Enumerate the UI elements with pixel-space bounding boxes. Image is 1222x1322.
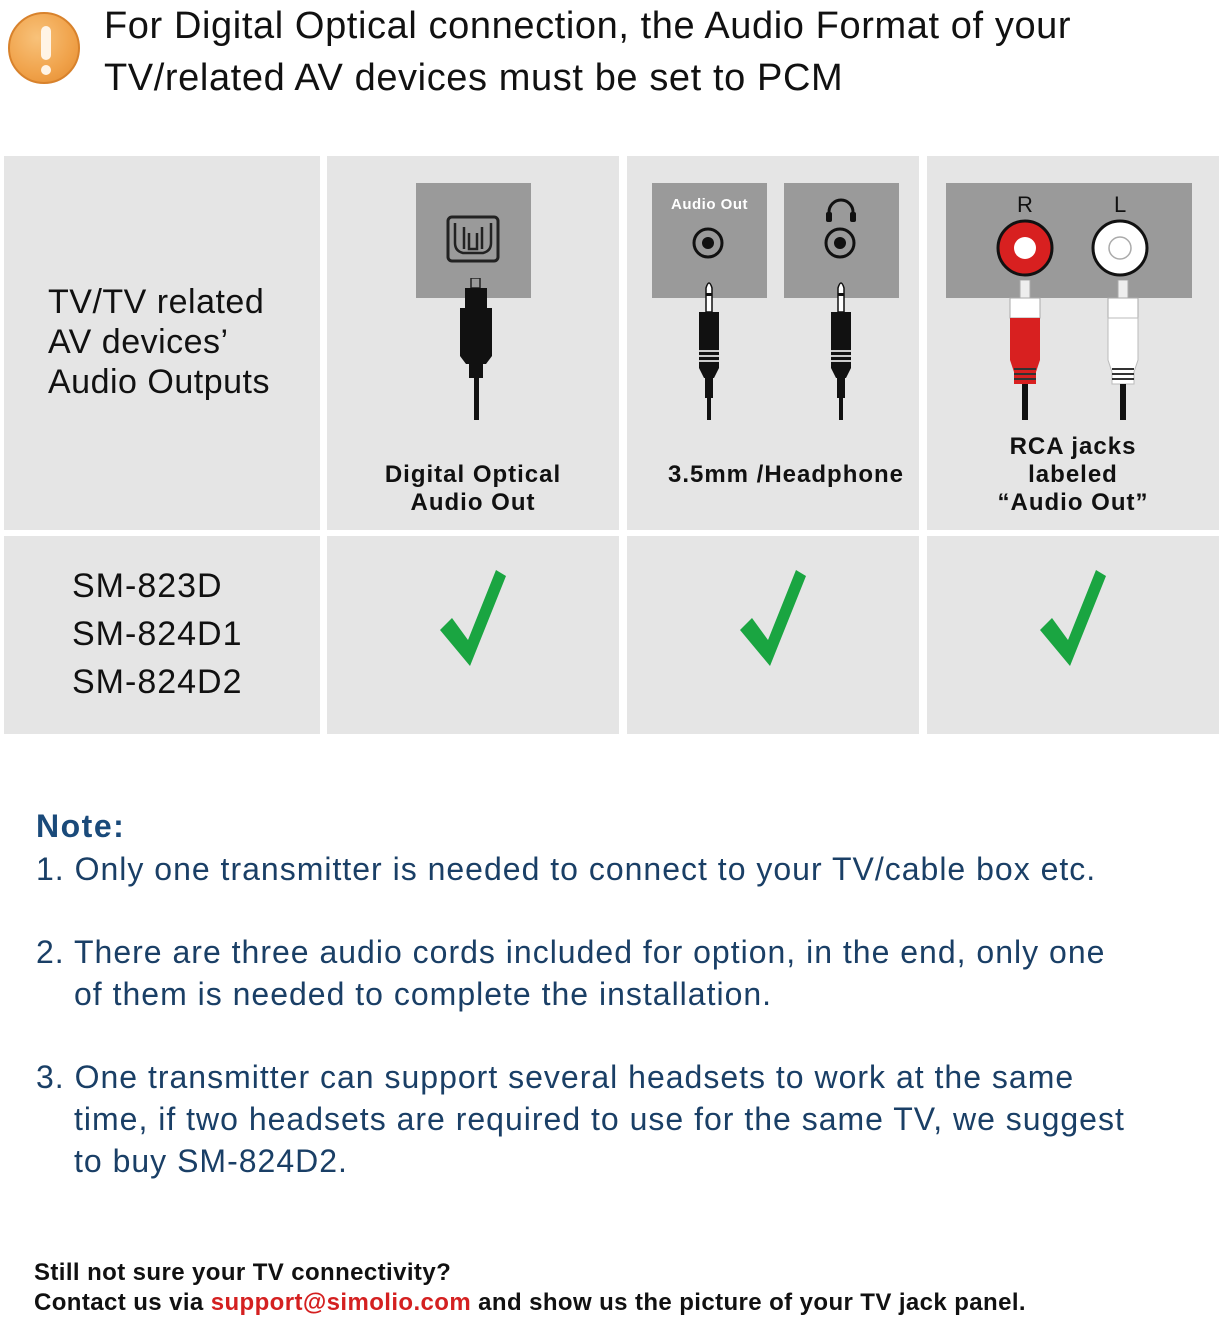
rca-red-socket-icon: [996, 219, 1054, 277]
check-icon: [740, 570, 806, 666]
warning-line-2: TV/related AV devices must be set to PCM: [104, 57, 844, 99]
rca-port-panel: [946, 183, 1192, 298]
note-title: Note:: [36, 808, 126, 844]
check-icon: [440, 570, 506, 666]
note-line: 2. There are three audio cords included …: [36, 934, 1106, 970]
right-channel-label: R: [1017, 192, 1033, 217]
label-line: labeled: [1028, 461, 1118, 488]
optical-column-label: Digital Optical Audio Out: [327, 461, 619, 517]
heading-line: TV/TV related: [48, 283, 265, 321]
rca-white-plug-icon: [1107, 280, 1139, 420]
note-line: time, if two headsets are required to us…: [74, 1101, 1125, 1137]
footer-contact: Contact us via support@simolio.com and s…: [34, 1289, 1026, 1317]
audio-outputs-heading: TV/TV related AV devices’ Audio Outputs: [48, 282, 270, 402]
model-sm-824d1: SM-824D1: [72, 615, 243, 653]
optical-port-panel: [416, 183, 531, 298]
label-line: Digital Optical: [384, 461, 562, 488]
heading-line: Audio Outputs: [48, 363, 270, 401]
3-5mm-plug-icon: [831, 282, 851, 420]
rca-red-plug-icon: [1009, 280, 1041, 420]
note-line: 1. Only one transmitter is needed to con…: [36, 851, 1097, 887]
note-item-2: 2. There are three audio cords included …: [36, 931, 1105, 1015]
headphone-column-label: 3.5mm /Headphone: [667, 461, 905, 488]
models-cell: [4, 536, 320, 734]
model-list: SM-823D SM-824D1 SM-824D2: [72, 562, 243, 706]
warning-icon: [8, 12, 80, 84]
model-sm-823d: SM-823D: [72, 567, 223, 605]
note-line: 3. One transmitter can support several h…: [36, 1059, 1075, 1095]
check-icon: [1040, 570, 1106, 666]
contact-suffix: and show us the picture of your TV jack …: [471, 1289, 1026, 1316]
rca-white-socket-icon: [1091, 219, 1149, 277]
headphone-icon: [826, 198, 856, 222]
rca-column-label: RCA jacks labeled “Audio Out”: [927, 433, 1219, 517]
label-line: Audio Out: [410, 489, 536, 516]
note-item-1: 1. Only one transmitter is needed to con…: [36, 848, 1096, 890]
support-email-link[interactable]: support@simolio.com: [210, 1289, 472, 1316]
left-channel-label: L: [1114, 192, 1127, 217]
model-sm-824d2: SM-824D2: [72, 663, 243, 701]
audio-out-panel-label: Audio Out: [671, 196, 748, 213]
warning-line-1: For Digital Optical connection, the Audi…: [104, 5, 1072, 47]
label-line: “Audio Out”: [997, 489, 1149, 516]
jack-socket-icon: [692, 227, 724, 259]
3-5mm-plug-icon: [699, 282, 719, 420]
pcm-warning-text: For Digital Optical connection, the Audi…: [104, 0, 1071, 104]
optical-toslink-port-icon: [446, 215, 500, 263]
jack-socket-icon: [824, 227, 856, 259]
heading-line: AV devices’: [48, 323, 229, 361]
footer-question: Still not sure your TV connectivity?: [34, 1259, 452, 1286]
header-label-cell: [4, 156, 320, 530]
optical-cable-icon: [460, 278, 492, 420]
note-item-3: 3. One transmitter can support several h…: [36, 1056, 1125, 1182]
label-line: RCA jacks: [1009, 433, 1137, 460]
note-line: of them is needed to complete the instal…: [74, 976, 773, 1012]
contact-prefix: Contact us via: [34, 1289, 211, 1316]
note-line: to buy SM-824D2.: [74, 1143, 348, 1179]
